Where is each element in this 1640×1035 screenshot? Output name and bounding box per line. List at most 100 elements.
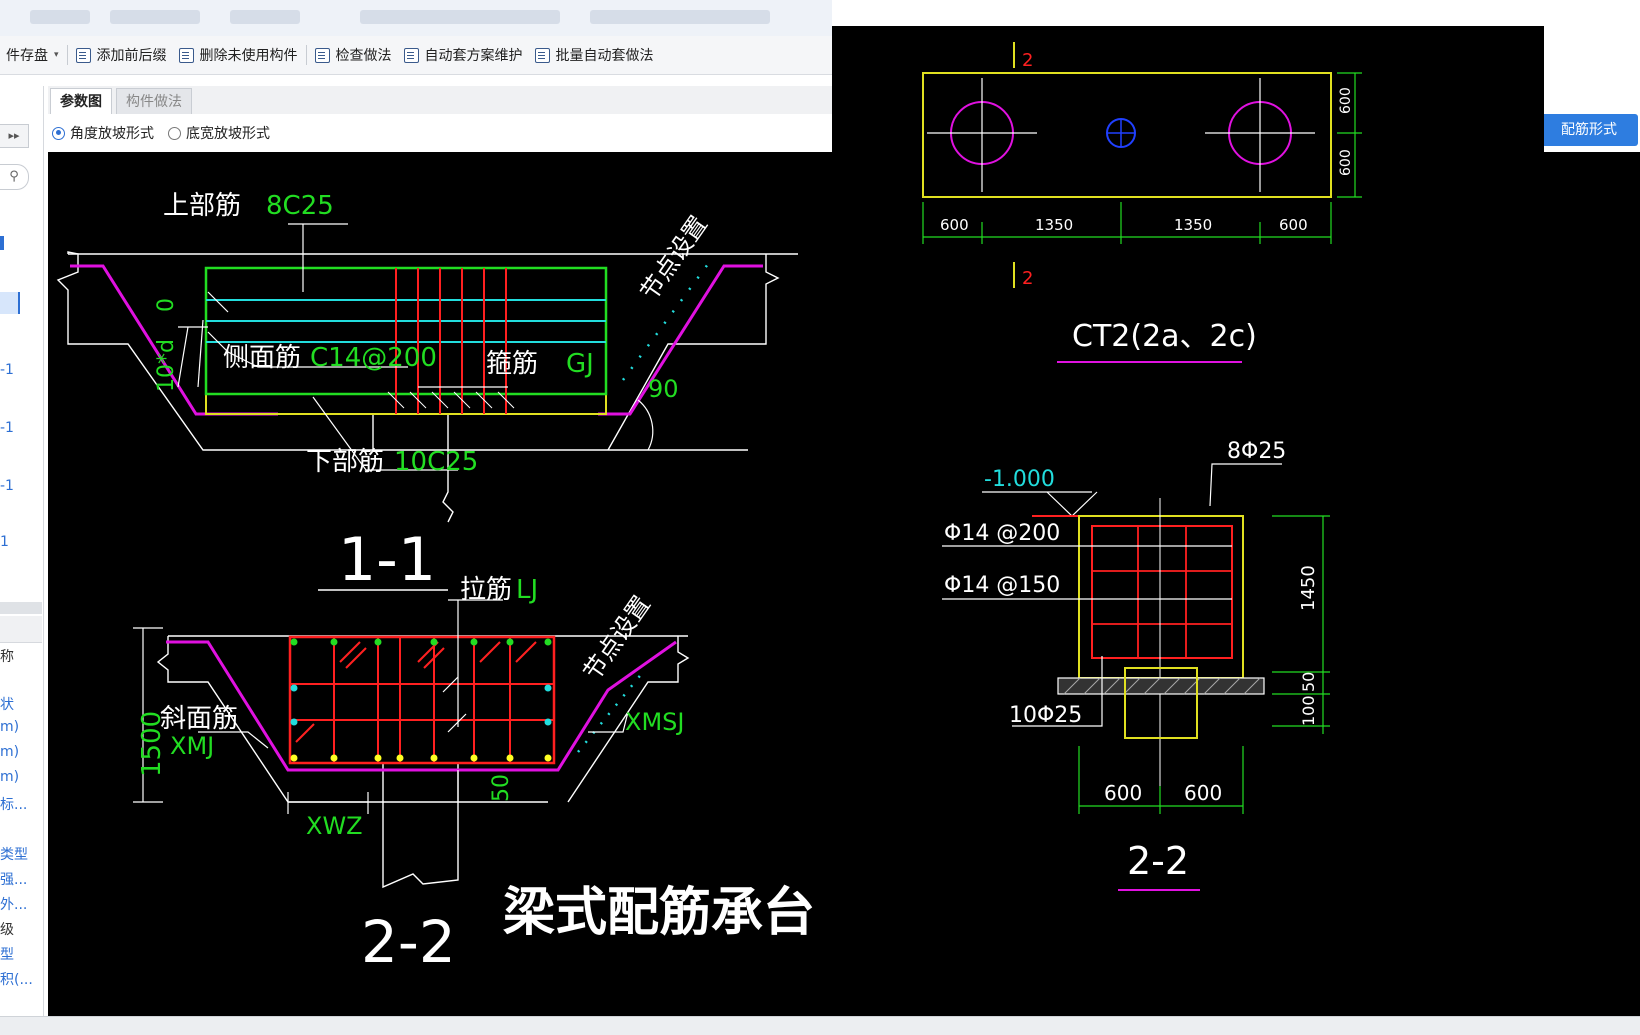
- blurred-title-segment: [30, 10, 90, 24]
- column-cross: [1107, 119, 1135, 147]
- cad-drawing-canvas[interactable]: 2 2 600 600 600 1350 1350 600 CT2(2a、2c)…: [832, 26, 1544, 1016]
- toolbar-divider: [66, 45, 68, 65]
- add-prefix-suffix-button[interactable]: 添加前后缀: [70, 42, 173, 68]
- property-name[interactable]: 型: [0, 947, 14, 963]
- tab-parameter-diagram[interactable]: 参数图: [50, 88, 112, 115]
- sidebar-item[interactable]: -1: [0, 478, 14, 494]
- property-name: 称: [0, 649, 14, 665]
- dim-600-vertical-1: 600: [1338, 87, 1354, 114]
- parameter-diagram-canvas[interactable]: 上部筋 8C25 侧面筋 C14@200 箍筋 GJ 下部筋 10C25 90 …: [48, 152, 832, 1016]
- left-sidebar: ▸▸ ⚲ -1 -1 -1 1 称 状 m) m) m) 标... 类型 强..…: [0, 86, 44, 1034]
- tab-component-method[interactable]: 构件做法: [116, 88, 192, 115]
- auto-scheme-label: 自动套方案维护: [424, 48, 523, 64]
- dim-50-label: 50: [489, 774, 514, 802]
- plan-dims: [922, 72, 1362, 244]
- cut-mark-top: 2: [1022, 50, 1033, 71]
- reinforcement-form-button[interactable]: 配筋形式: [1540, 114, 1638, 146]
- slope-bar-label: 斜面筋: [160, 704, 238, 734]
- expand-icon[interactable]: ▸▸: [0, 124, 29, 148]
- property-name: 级: [0, 922, 14, 938]
- width-slope-radio[interactable]: 底宽放坡形式: [168, 123, 270, 143]
- cap-section-outline: [1078, 515, 1244, 679]
- section-2-2-title: 2-2: [361, 908, 456, 976]
- scheme-icon: [403, 47, 419, 63]
- bottom-bar-label: 下部筋: [306, 447, 384, 477]
- ct2-label: CT2(2a、2c): [1072, 319, 1257, 354]
- diagram-caption: 梁式配筋承台: [503, 883, 815, 943]
- stirrups-red: [395, 268, 507, 414]
- pile-section: [1124, 667, 1198, 739]
- stirrup-value: GJ: [566, 349, 594, 379]
- leaders-1-1: [177, 223, 508, 471]
- zero-label: 0: [154, 298, 179, 312]
- property-name[interactable]: 强...: [0, 872, 28, 888]
- sidebar-item[interactable]: -1: [0, 362, 14, 378]
- blurred-title-segment: [110, 10, 200, 24]
- pile-cap-plan: [922, 72, 1332, 198]
- side-bar-2-label: Φ14 @150: [944, 573, 1060, 598]
- tie-bar-value: LJ: [516, 575, 538, 605]
- blurred-title-segment: [360, 10, 560, 24]
- property-name[interactable]: m): [0, 744, 20, 760]
- delete-unused-button[interactable]: 删除未使用构件: [173, 42, 304, 68]
- auto-scheme-button[interactable]: 自动套方案维护: [398, 42, 529, 68]
- beam-cap-diagram: 上部筋 8C25 侧面筋 C14@200 箍筋 GJ 下部筋 10C25 90 …: [56, 191, 815, 976]
- cap-section-cage: [1091, 525, 1233, 659]
- property-name[interactable]: 状: [0, 697, 14, 713]
- panel-splitter[interactable]: [0, 602, 42, 614]
- check-method-label: 检查做法: [335, 48, 392, 64]
- dim-1450-label: 1450: [1298, 565, 1319, 611]
- xmsj-label: XMSJ: [625, 708, 684, 736]
- property-name[interactable]: 类型: [0, 847, 28, 863]
- search-icon[interactable]: ⚲: [0, 164, 29, 190]
- property-name[interactable]: m): [0, 719, 20, 735]
- elevation-label: -1.000: [984, 467, 1055, 492]
- property-header: [0, 616, 42, 643]
- slope-form-options: 角度放坡形式 底宽放坡形式: [48, 114, 832, 152]
- section-2-2-right-title: 2-2: [1127, 839, 1189, 883]
- selected-tree-item[interactable]: [0, 292, 20, 314]
- side-bar-1-label: Φ14 @200: [944, 521, 1060, 546]
- elevation-marker: [982, 491, 1098, 517]
- section-2-2-dims: [1078, 515, 1330, 814]
- angle-slope-radio[interactable]: 角度放坡形式: [52, 123, 154, 143]
- top-bar-value: 8C25: [266, 191, 334, 221]
- status-bar: [0, 1016, 1640, 1035]
- tie-hooks-red: [295, 641, 537, 743]
- chevron-down-icon[interactable]: ▾: [54, 50, 59, 60]
- batch-icon: [534, 47, 550, 63]
- dim-bottom-4: 600: [1279, 216, 1308, 234]
- bottom-bar-value: 10C25: [394, 447, 478, 477]
- save-component-label: 件存盘: [6, 48, 48, 64]
- dim-bottom-1: 600: [940, 216, 969, 234]
- property-name[interactable]: m): [0, 769, 20, 785]
- angle-90-label: 90: [648, 375, 679, 403]
- sidebar-item[interactable]: -1: [0, 420, 14, 436]
- node-dots-2-cyan: [577, 671, 644, 753]
- leaders-2-2: [133, 599, 629, 814]
- side-bar-value: C14@200: [310, 343, 437, 373]
- toolbar-divider: [305, 45, 307, 65]
- tree-marker: [0, 236, 4, 250]
- blurred-title-segment: [230, 10, 300, 24]
- section-1-1-title: 1-1: [338, 525, 436, 595]
- property-name[interactable]: 外...: [0, 897, 28, 913]
- node-setting-label-2: 节点设置: [578, 591, 656, 686]
- property-name[interactable]: 积(...: [0, 972, 33, 988]
- section-2-2-leaders: [942, 463, 1282, 727]
- right-canvas-strip: [1544, 152, 1640, 1016]
- sidebar-item[interactable]: 1: [0, 534, 9, 550]
- dim-600-b-label: 600: [1184, 781, 1222, 805]
- stirrup-green: [204, 266, 608, 396]
- save-component-button[interactable]: 件存盘 ▾: [0, 42, 65, 68]
- side-bar-label: 侧面筋: [223, 343, 301, 373]
- dim-bottom-3: 1350: [1174, 216, 1212, 234]
- hatch-ticks: [387, 391, 515, 409]
- radio-unchecked-icon: [168, 126, 181, 140]
- ten-d-label: 10*d: [154, 339, 179, 392]
- batch-auto-button[interactable]: 批量自动套做法: [529, 42, 660, 68]
- blurred-title-segment: [590, 10, 770, 24]
- property-name[interactable]: 标...: [0, 797, 28, 813]
- check-method-button[interactable]: 检查做法: [309, 42, 398, 68]
- radio-checked-icon: [52, 126, 65, 140]
